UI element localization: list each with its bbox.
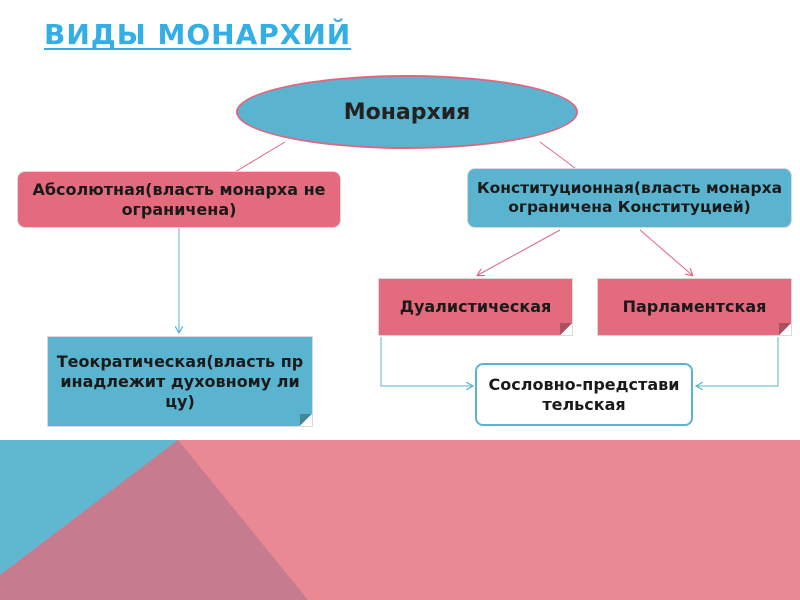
node-theocratic: Теократическая(власть принадлежит духовн… (47, 336, 313, 427)
node-estate: Сословно-представительская (475, 363, 693, 426)
node-absolute-label: Абсолютная(власть монарха не ограничена) (32, 179, 326, 219)
node-dualistic: Дуалистическая (378, 278, 573, 336)
node-parliamentary: Парламентская (597, 278, 792, 336)
node-constitutional-label: Конституционная(власть монарха ограничен… (476, 178, 783, 216)
line-const-parliamentary (639, 229, 692, 275)
node-monarchy: Монархия (236, 75, 578, 149)
node-monarchy-label: Монархия (343, 99, 471, 125)
line-parliamentary-estate (697, 337, 779, 386)
decorative-bottom-band (0, 440, 800, 600)
line-const-dualistic (478, 229, 561, 275)
slide-title: ВИДЫ МОНАРХИЙ (44, 18, 352, 51)
node-dualistic-label: Дуалистическая (399, 297, 552, 316)
node-constitutional: Конституционная(власть монарха ограничен… (467, 168, 792, 228)
node-parliamentary-label: Парламентская (622, 297, 767, 316)
node-absolute: Абсолютная(власть монарха не ограничена) (17, 171, 341, 228)
node-estate-label: Сословно-представительская (488, 374, 680, 414)
line-dualistic-estate (380, 337, 472, 386)
node-theocratic-label: Теократическая(власть принадлежит духовн… (56, 351, 304, 411)
line-root-constitutional (539, 141, 576, 169)
line-root-absolute (234, 141, 286, 173)
